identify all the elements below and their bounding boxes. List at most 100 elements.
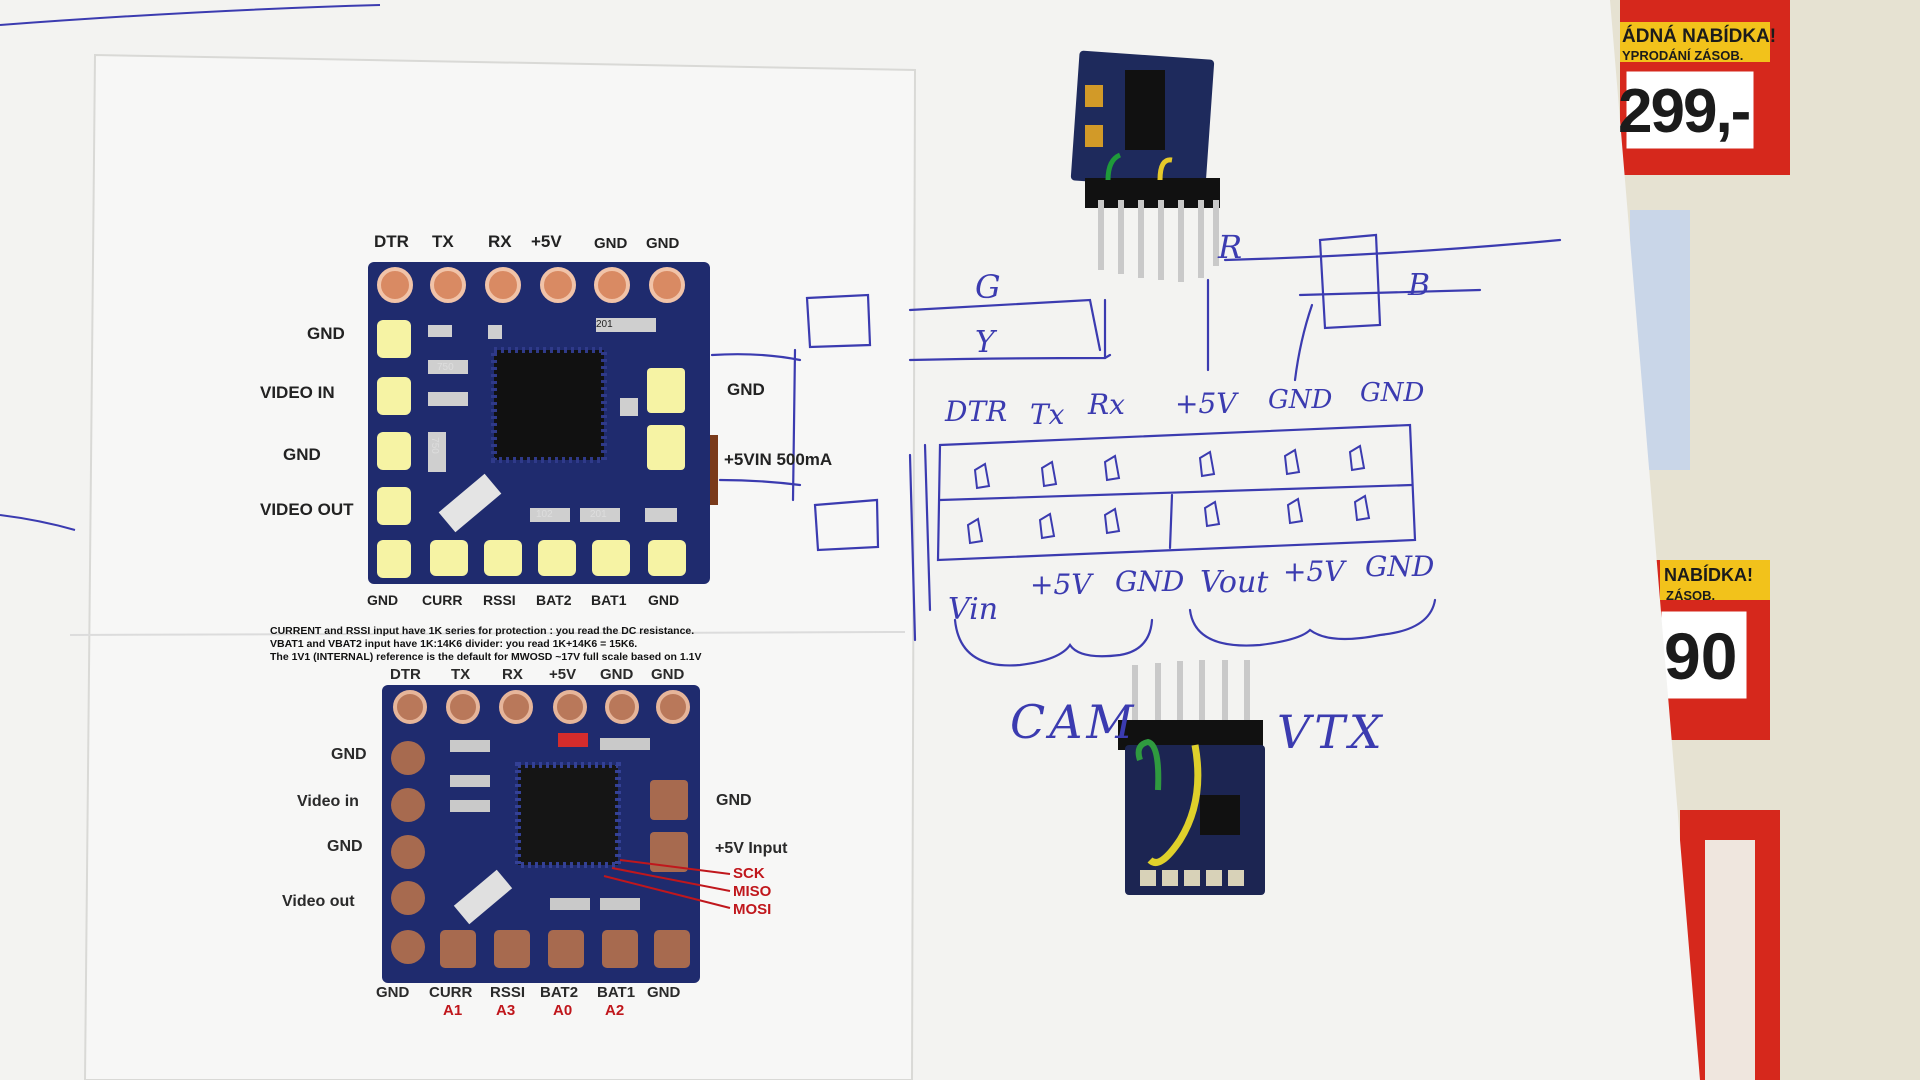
hand-header-top-6: GND: [1360, 378, 1425, 408]
note-line-3: The 1V1 (INTERNAL) reference is the defa…: [270, 651, 702, 663]
top-pinout-top-pin-4: +5V: [531, 232, 562, 251]
flyer-banner-1-sub: YPRODÁNÍ ZÁSOB.: [1622, 48, 1744, 63]
flyer-banner-2-sub: ZÁSOB.: [1666, 588, 1716, 603]
hand-wire-label-b: B: [1408, 268, 1431, 303]
ink-pin-glyphs: [966, 444, 1371, 545]
real-board-bottom-chip: [1200, 795, 1240, 835]
real-board-top-green-wire: [1105, 152, 1122, 181]
top-pinout-bottom-pin-6: GND: [648, 592, 680, 608]
top-pcb-side-tab: [710, 435, 718, 505]
note-line-2: VBAT1 and VBAT2 input have 1K:14K6 divid…: [270, 638, 638, 650]
flyer-banner-2: NABÍDKA!: [1664, 565, 1753, 585]
top-pcb-mcu: [491, 347, 607, 463]
bottom-pinout-bottom-pin-5: BAT1: [597, 984, 636, 1001]
bottom-pinout-top-pin-2: TX: [451, 666, 471, 683]
ink-stroke-top: [0, 4, 381, 26]
flyer-second-price-box: [1658, 608, 1750, 702]
top-pinout-bottom-pin-1: GND: [367, 592, 399, 608]
bottom-pinout-top-pin-5: GND: [600, 666, 634, 683]
bottom-pcb-small-parts: [450, 738, 650, 910]
top-pcb-left-pads: [377, 320, 411, 578]
real-board-top-cap1: [1085, 85, 1103, 107]
bottom-pinout-analog-a2: A2: [605, 1002, 625, 1019]
real-board-top-yellow-wire: [1157, 157, 1173, 181]
top-pinout-top-pin-5: GND: [594, 235, 628, 252]
bottom-pinout-spi-mosi: MOSI: [733, 901, 772, 918]
hand-group-vtx: VTX: [1277, 705, 1386, 759]
bottom-pcb-mcu: [515, 762, 621, 868]
bottom-pinout-analog-a1: A1: [443, 1002, 463, 1019]
bottom-pinout-bottom-pin-6: GND: [647, 984, 681, 1001]
bottom-pinout-right-pin-2: +5V Input: [715, 840, 788, 857]
hand-header-top-1: DTR: [945, 395, 1008, 428]
bottom-pinout-left-pin-2: Video in: [297, 793, 359, 810]
chip-mark-4: 201: [590, 509, 607, 520]
hand-header-top-5: GND: [1268, 385, 1333, 415]
bottom-pinout-bottom-pin-1: GND: [376, 984, 410, 1001]
top-pinout-top-pin-2: TX: [432, 232, 454, 251]
top-pcb-bottom-pads: [430, 540, 686, 576]
top-pinout-top-pin-3: RX: [488, 232, 512, 251]
top-pinout-left-pin-2: VIDEO IN: [260, 383, 335, 402]
bottom-pcb-bottom-pads: [440, 930, 690, 968]
bottom-pinout-analog-a0: A0: [553, 1002, 573, 1019]
flyer-bottom-white-stripe: [1705, 840, 1755, 1080]
chip-mark-3: 201: [596, 319, 613, 330]
bottom-pinout-top-pin-6: GND: [651, 666, 685, 683]
bottom-pinout-left-pin-1: GND: [331, 746, 367, 763]
real-board-top-header: [1085, 178, 1220, 208]
flyer-second-yellow-banner: [1660, 560, 1770, 600]
hand-header-bottom-3: GND: [1115, 565, 1185, 598]
top-pinout-right-pin-1: GND: [727, 380, 765, 399]
bottom-pinout-spi-sck: SCK: [733, 865, 765, 882]
real-board-top-chip: [1125, 70, 1165, 150]
real-board-top-pins: [1098, 200, 1219, 282]
printed-sheet-fold: [69, 631, 906, 636]
bottom-pinout-bottom-pin-4: BAT2: [540, 984, 579, 1001]
flyer-top-yellow-banner: [1620, 22, 1770, 62]
bottom-pinout-bottom-pin-3: RSSI: [490, 984, 526, 1001]
bottom-pinout-left-pin-3: GND: [327, 838, 363, 855]
top-pinout-left-pin-4: VIDEO OUT: [260, 500, 354, 519]
hand-header-top-3: Rx: [1088, 388, 1125, 421]
hand-header-bottom-1: Vin: [948, 592, 999, 627]
top-pinout-bottom-pin-2: CURR: [422, 592, 463, 608]
hand-wire-label-g: G: [975, 268, 1001, 306]
chip-mark-2: 750: [428, 437, 440, 454]
bottom-pcb-left-pads: [391, 741, 425, 964]
flyer-top-price-box: [1623, 68, 1757, 152]
ink-stroke-left: [0, 514, 76, 531]
top-pinout-top-pin-6: GND: [646, 235, 680, 252]
real-board-top-cap2: [1085, 125, 1103, 147]
real-board-bottom-green-wire: [1135, 738, 1162, 791]
hand-wire-label-r: R: [1218, 228, 1243, 266]
hand-header-bottom-2: +5V: [1030, 568, 1092, 601]
bottom-pcb-right-pads: [650, 780, 688, 872]
real-board-bottom-pins: [1132, 660, 1250, 735]
top-pinout-top-pin-1: DTR: [374, 232, 409, 251]
hand-header-top-4: +5V: [1175, 387, 1237, 420]
top-pinout-bottom-pin-3: RSSI: [483, 592, 516, 608]
hand-header-bottom-6: GND: [1365, 550, 1435, 583]
top-pinout-right-pin-2: +5VIN 500mA: [724, 450, 833, 469]
bottom-pinout-top-pin-4: +5V: [549, 666, 577, 683]
top-pinout-bottom-pin-5: BAT1: [591, 592, 627, 608]
hand-wire-label-y: Y: [975, 325, 995, 360]
flyer-price-2: 90: [1664, 619, 1738, 693]
bottom-pcb-red-part: [558, 733, 588, 747]
top-pinout-left-pin-3: GND: [283, 445, 321, 464]
real-board-bottom-pads: [1140, 870, 1244, 886]
top-pinout-left-pin-1: GND: [307, 324, 345, 343]
hand-header-top-2: Tx: [1030, 398, 1065, 431]
bottom-pinout-bottom-pin-2: CURR: [429, 984, 473, 1001]
hand-header-bottom-4: Vout: [1200, 565, 1269, 600]
bottom-pinout-left-pin-4: Video out: [282, 893, 355, 910]
bottom-pinout-top-pin-3: RX: [502, 666, 523, 683]
bottom-pcb-spi-leaders: [603, 859, 731, 909]
real-board-bottom-yellow-wire: [1147, 744, 1202, 866]
bottom-pcb-top-pads: [393, 690, 690, 724]
hand-header-bottom-5: +5V: [1283, 555, 1345, 588]
top-pcb-top-pads: [377, 267, 685, 303]
hand-group-cam: CAM: [1010, 695, 1138, 749]
